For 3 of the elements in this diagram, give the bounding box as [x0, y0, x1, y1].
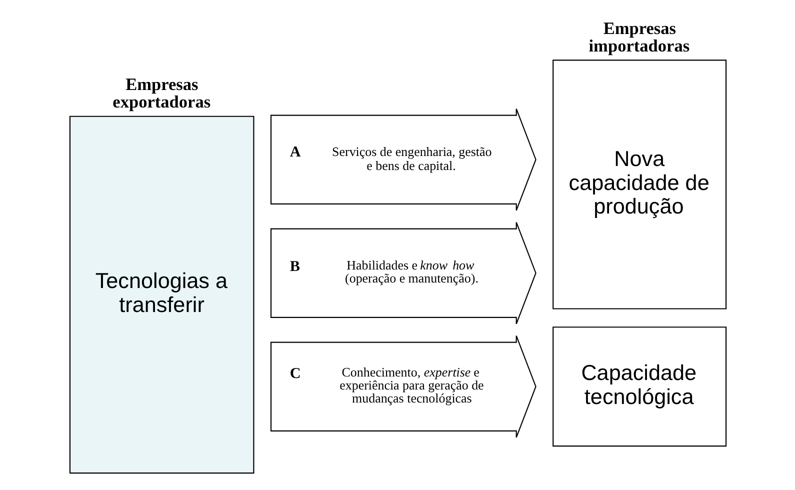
node-box: Capacidade tecnológica	[552, 326, 726, 447]
node-label: Empresas exportadoras	[112, 75, 210, 112]
node-label: Empresas importadoras	[588, 19, 690, 56]
